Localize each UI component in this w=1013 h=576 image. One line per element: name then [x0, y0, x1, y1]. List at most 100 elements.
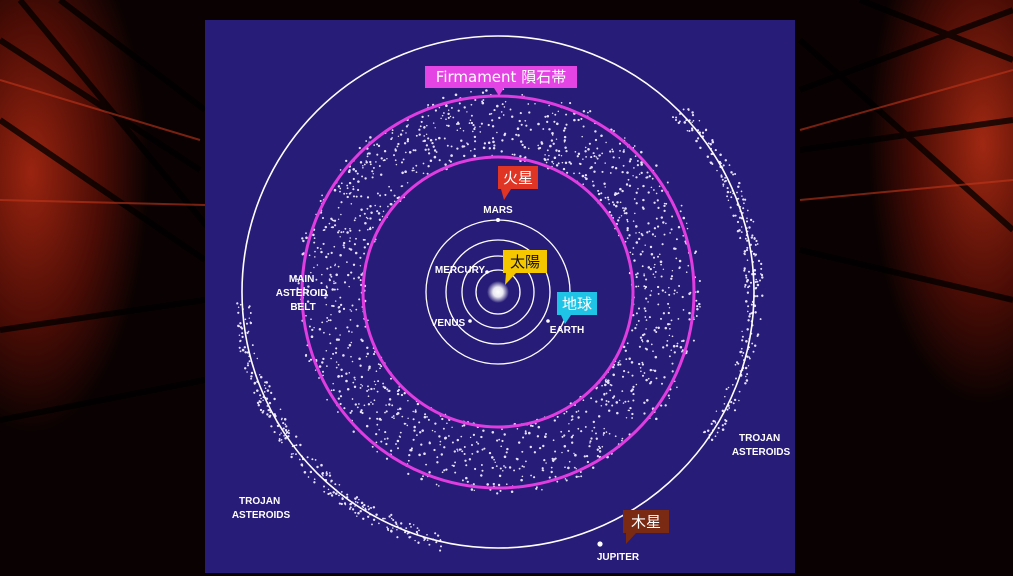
asteroid-dot-icon [682, 309, 685, 311]
asteroid-dot-icon [635, 285, 638, 288]
asteroid-dot-icon [564, 478, 567, 480]
asteroid-dot-icon [660, 275, 663, 278]
asteroid-dot-icon [563, 127, 567, 130]
asteroid-dot-icon [745, 220, 749, 223]
asteroid-dot-icon [691, 121, 693, 123]
asteroid-dot-icon [638, 345, 641, 348]
main-belt-label-line: MAIN [289, 274, 315, 285]
asteroid-dot-icon [360, 383, 362, 386]
asteroid-dot-icon [334, 327, 337, 330]
asteroid-dot-icon [328, 222, 331, 225]
asteroid-dot-icon [698, 302, 701, 306]
asteroid-dot-icon [418, 453, 421, 457]
asteroid-dot-icon [556, 122, 559, 126]
asteroid-dot-icon [324, 296, 327, 299]
asteroid-dot-icon [652, 369, 654, 371]
asteroid-dot-icon [607, 198, 610, 201]
asteroid-dot-icon [644, 285, 648, 289]
asteroid-dot-icon [685, 222, 688, 225]
asteroid-dot-icon [621, 439, 623, 442]
asteroid-dot-icon [337, 375, 340, 378]
asteroid-dot-icon [359, 386, 362, 389]
asteroid-dot-icon [636, 272, 639, 275]
asteroid-dot-icon [343, 407, 346, 410]
asteroid-dot-icon [553, 120, 556, 123]
asteroid-dot-icon [633, 259, 636, 262]
asteroid-dot-icon [396, 536, 399, 539]
asteroid-dot-icon [493, 458, 495, 461]
asteroid-dot-icon [244, 318, 247, 321]
asteroid-dot-icon [413, 169, 415, 172]
asteroid-dot-icon [321, 361, 324, 364]
asteroid-dot-icon [360, 375, 364, 379]
asteroid-dot-icon [290, 453, 293, 455]
asteroid-dot-icon [408, 151, 412, 154]
asteroid-dot-icon [604, 196, 607, 199]
asteroid-dot-icon [651, 177, 654, 180]
asteroid-dot-icon [612, 156, 615, 159]
asteroid-dot-icon [415, 164, 418, 167]
asteroid-dot-icon [628, 357, 631, 361]
asteroid-dot-icon [386, 157, 388, 160]
asteroid-dot-icon [462, 129, 465, 132]
asteroid-dot-icon [367, 385, 369, 388]
asteroid-dot-icon [433, 155, 437, 159]
asteroid-dot-icon [282, 427, 285, 430]
asteroid-dot-icon [746, 217, 748, 219]
asteroid-dot-icon [563, 135, 567, 139]
asteroid-dot-icon [643, 274, 646, 277]
asteroid-dot-icon [644, 316, 647, 318]
asteroid-dot-icon [669, 232, 671, 234]
asteroid-dot-icon [641, 374, 645, 377]
asteroid-dot-icon [743, 250, 747, 253]
asteroid-dot-icon [297, 302, 299, 305]
asteroid-dot-icon [622, 345, 626, 349]
asteroid-dot-icon [747, 310, 749, 313]
asteroid-dot-icon [592, 184, 595, 187]
asteroid-dot-icon [390, 138, 393, 141]
asteroid-dot-icon [555, 149, 558, 152]
asteroid-dot-icon [451, 426, 453, 429]
asteroid-dot-icon [354, 378, 356, 381]
asteroid-dot-icon [451, 464, 454, 467]
asteroid-dot-icon [461, 479, 464, 482]
asteroid-dot-icon [345, 192, 348, 195]
asteroid-dot-icon [585, 410, 588, 413]
asteroid-dot-icon [359, 279, 362, 282]
asteroid-dot-icon [415, 434, 418, 437]
asteroid-dot-icon [605, 378, 607, 381]
asteroid-dot-icon [369, 204, 372, 208]
asteroid-dot-icon [588, 142, 591, 145]
asteroid-dot-icon [640, 171, 643, 175]
asteroid-dot-icon [641, 361, 644, 364]
asteroid-dot-icon [244, 367, 247, 370]
asteroid-dot-icon [521, 465, 524, 468]
asteroid-dot-icon [555, 138, 558, 140]
asteroid-dot-icon [401, 129, 404, 132]
asteroid-dot-icon [399, 431, 402, 434]
asteroid-dot-icon [592, 420, 595, 424]
asteroid-dot-icon [463, 145, 466, 148]
asteroid-dot-icon [308, 325, 311, 328]
asteroid-dot-icon [595, 156, 598, 158]
asteroid-dot-icon [756, 243, 759, 245]
asteroid-dot-icon [245, 322, 249, 325]
asteroid-dot-icon [382, 385, 385, 388]
asteroid-dot-icon [617, 219, 620, 222]
asteroid-dot-icon [488, 113, 491, 116]
asteroid-dot-icon [563, 141, 566, 143]
asteroid-dot-icon [463, 106, 466, 109]
asteroid-dot-icon [442, 96, 445, 100]
asteroid-dot-icon [392, 415, 395, 417]
asteroid-dot-icon [330, 217, 333, 220]
asteroid-dot-icon [280, 438, 283, 441]
asteroid-dot-icon [330, 226, 333, 228]
asteroid-dot-icon [434, 109, 437, 112]
asteroid-dot-icon [385, 410, 388, 413]
asteroid-dot-icon [329, 492, 332, 495]
asteroid-dot-icon [662, 346, 665, 349]
trojan-left-label-line: ASTEROIDS [232, 510, 291, 521]
asteroid-dot-icon [351, 398, 354, 400]
asteroid-dot-icon [331, 288, 334, 291]
asteroid-dot-icon [413, 425, 416, 429]
